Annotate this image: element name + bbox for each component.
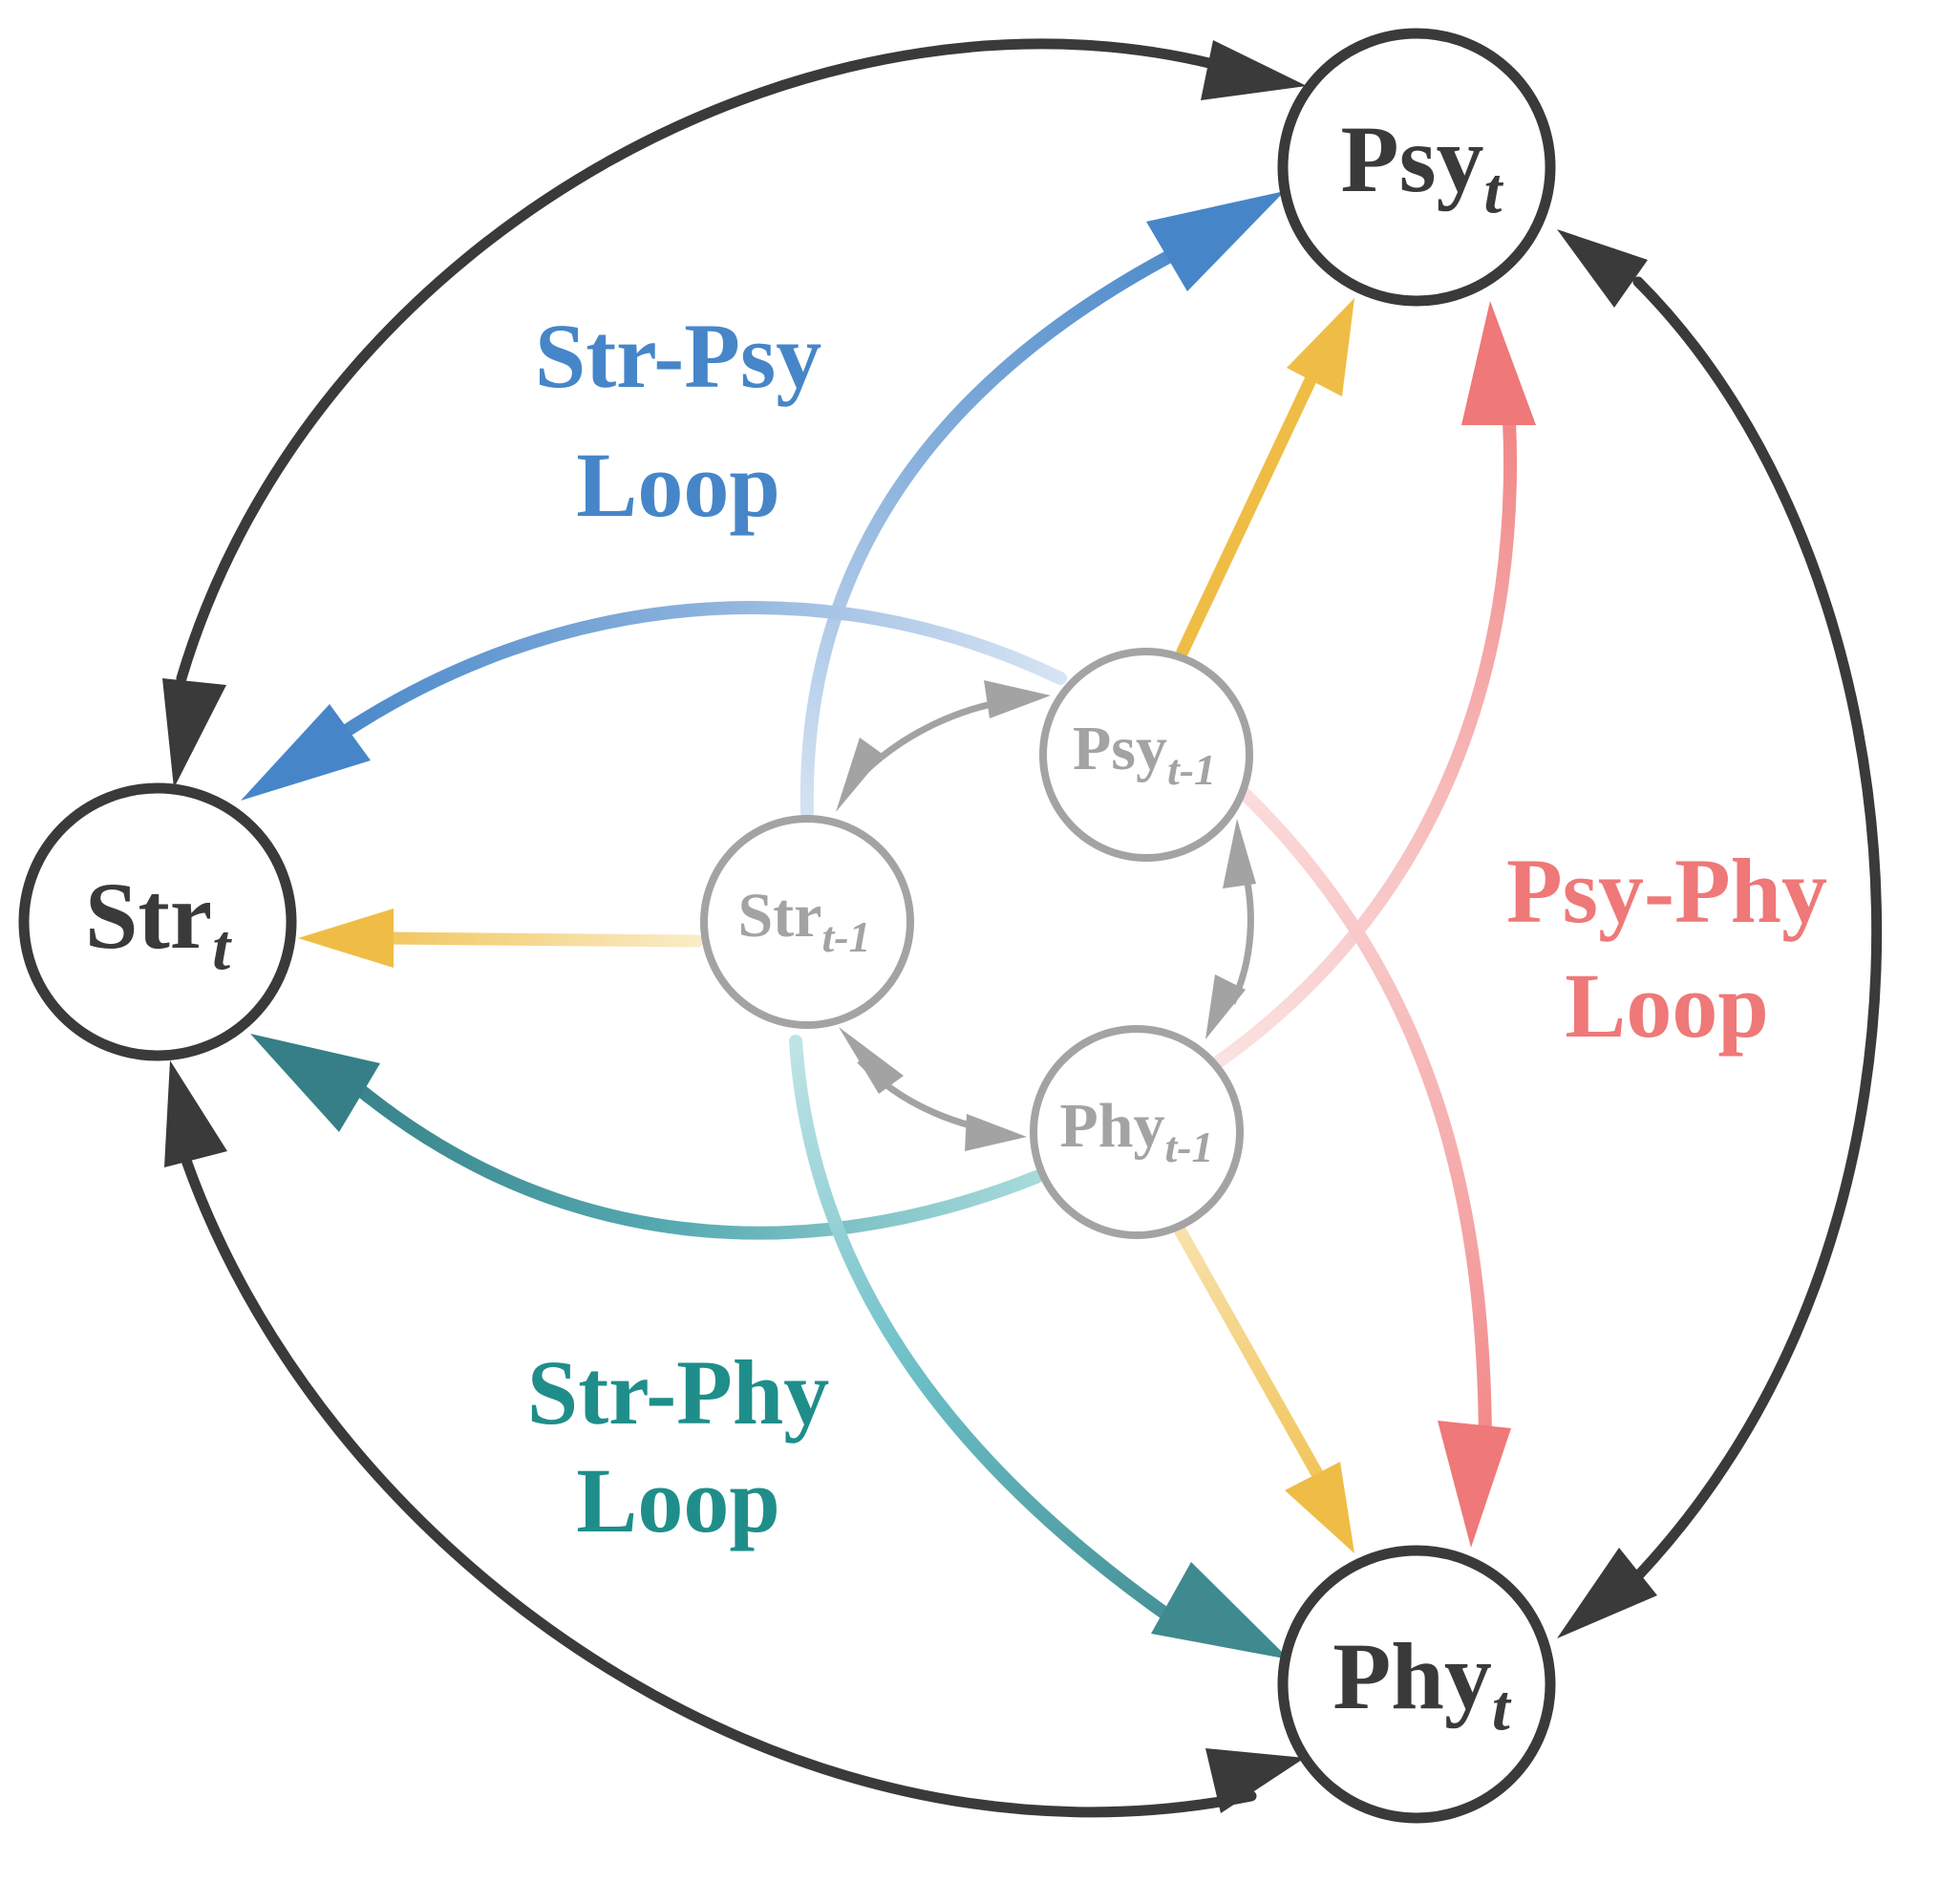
node-str-t-sub: t [212,910,232,983]
node-str-t-base: Str [85,863,212,969]
node-psy-t: Psyt [1277,28,1556,307]
label-psy-phy-line2: Loop [1565,954,1768,1057]
label-psy-phy-line1: Psy-Phy [1506,840,1827,942]
node-phy-t-sub: t [1492,1671,1512,1744]
svg-text:Psyt: Psyt [1341,106,1504,226]
arrow-phyt1-to-strt [250,1034,1043,1240]
node-str-t1-sub: t-1 [821,912,870,961]
arrowhead-to-psy-t [1201,40,1307,100]
node-phy-t1-base: Phy [1059,1091,1164,1161]
node-phy-t: Phyt [1277,1545,1556,1824]
arc-str-phy-outer [176,1141,1257,1818]
arrow-strt1-to-psyt [799,191,1285,819]
svg-text:Phyt-1: Phyt-1 [1059,1091,1213,1171]
arc-psy-phy-outer [1618,276,1883,1596]
label-str-phy-line1: Str-Phy [527,1341,829,1444]
label-str-psy-loop: Str-Psy Loop [535,305,821,536]
node-psy-t-base: Psy [1341,106,1484,212]
node-str-t: Strt [18,782,297,1061]
label-str-phy-loop: Str-Phy Loop [527,1341,829,1551]
node-str-t1: Strt-1 [700,815,914,1029]
node-str-t1-base: Str [737,881,821,951]
node-phy-t1-sub: t-1 [1164,1123,1213,1171]
node-phy-t1: Phyt-1 [1030,1025,1244,1239]
outer-arrowheads [162,40,1657,1813]
svg-text:Strt-1: Strt-1 [737,881,870,961]
label-str-psy-line1: Str-Psy [535,305,821,407]
arrowhead-to-str-t-top [162,678,226,788]
arrow-strt1-to-phyt [789,1035,1290,1659]
arrowhead-to-str-t-bottom [164,1060,227,1167]
node-psy-t1-sub: t-1 [1167,745,1216,794]
svg-text:Strt: Strt [85,863,232,983]
arc-str-psy-outer [176,38,1247,684]
svg-text:Phyt: Phyt [1332,1623,1512,1744]
svg-text:Psyt-1: Psyt-1 [1073,714,1216,794]
inner-grey-arrows [836,680,1256,1151]
arrow-psyt1-to-phyt [1235,784,1511,1548]
arrowhead-to-psy-t-right [1557,229,1648,308]
node-phy-t-base: Phy [1332,1623,1492,1729]
label-str-psy-line2: Loop [576,434,779,536]
arrow-psyt1-to-psyt [1176,298,1354,658]
arrow-phyt1-to-phyt [1170,1218,1354,1553]
label-psy-phy-loop: Psy-Phy Loop [1506,840,1827,1057]
outer-arcs [176,38,1883,1818]
arrowhead-to-phy-t-right [1557,1548,1657,1638]
node-psy-t1-base: Psy [1073,714,1167,783]
node-psy-t1: Psyt-1 [1039,648,1253,862]
arrow-psyt1-to-strt [241,600,1067,801]
arrow-phyt1-to-psyt [1211,301,1536,1069]
label-str-phy-line2: Loop [576,1449,779,1551]
arrowhead-to-phy-t-bottom [1205,1748,1305,1813]
arrow-strt1-to-strt [298,909,704,968]
node-psy-t-sub: t [1484,154,1504,226]
